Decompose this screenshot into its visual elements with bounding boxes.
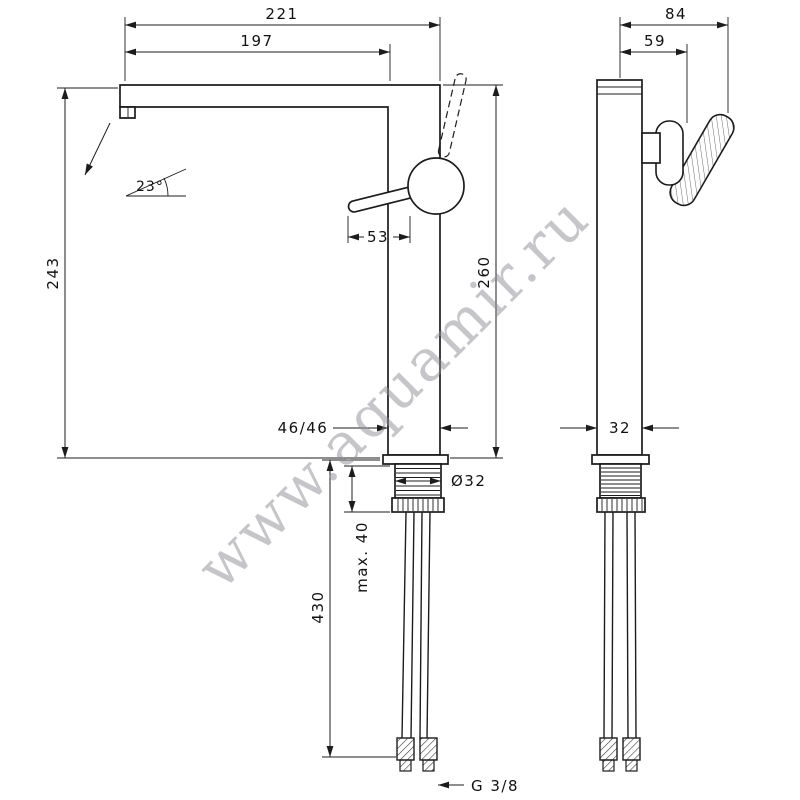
dim-label-max-thickness: max. 40 [353,521,371,593]
side-view: 221 197 23° 243 53 260 46/46 Ø32 max. 40… [44,5,519,795]
dim-label-spout-angle: 23° [136,179,164,195]
dim-label-handle-length: 53 [367,228,389,246]
front-locknut [596,497,646,513]
front-dimensions: 84 59 32 [560,5,729,437]
dim-label-hose-length: 430 [309,590,327,623]
front-threaded-shank [599,463,642,499]
dim-label-base-width: 46/46 [278,419,329,437]
front-base-flange [591,454,650,465]
flow-direction-arrow [84,122,111,176]
side-handle-pivot [407,157,465,215]
side-shank-threads [396,468,440,496]
front-supply-hoses [603,511,637,739]
side-dimensions: 221 197 23° 243 53 260 46/46 Ø32 max. 40… [44,5,519,795]
side-supply-hoses [401,511,431,739]
side-hose-connectors [396,737,438,772]
front-locknut-knurl [601,499,643,511]
front-hose-connectors [599,737,641,772]
side-aerator [119,106,136,119]
dim-label-shank-diameter: Ø32 [451,472,486,490]
front-body-column [596,79,643,456]
dim-label-height-left: 243 [44,256,62,289]
front-body [591,79,735,772]
dim-label-height-right: 260 [475,255,493,288]
dim-label-connection-thread: G 3/8 [471,777,519,795]
dim-label-spout-depth: 59 [644,32,666,50]
dim-label-overall-width: 221 [265,5,298,23]
angle-ray [125,168,187,197]
dim-label-body-width: 32 [609,419,631,437]
front-view: 84 59 32 [560,5,735,772]
side-handle-raised-position [437,73,467,158]
front-handle-mount [641,132,661,164]
side-base-flange [382,454,449,465]
angle-arc [163,177,169,197]
side-handle [347,73,467,215]
side-locknut-knurl [397,499,439,511]
front-shank-threads [601,467,640,496]
front-handle-lever [669,113,735,207]
dim-label-spout-reach: 197 [240,32,273,50]
dim-label-overall-depth: 84 [665,5,687,23]
